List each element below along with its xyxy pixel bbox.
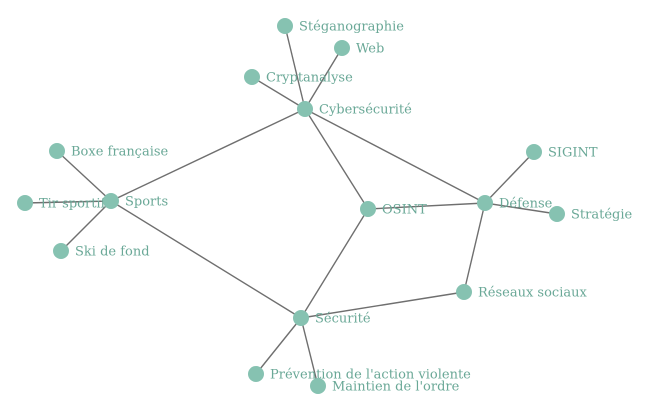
node-label-osint: OSINT [382,203,427,218]
node-label-maintien: Maintien de l'ordre [332,380,460,395]
node-label-web: Web [356,42,384,57]
edges-layer [24,25,558,387]
edge-ski-de-fond-sports [60,200,112,252]
node-web[interactable]: Web [334,40,384,57]
node-label-tir-sportif: Tir sportif [39,197,107,212]
node-label-ski-de-fond: Ski de fond [75,245,150,260]
edge-steganographie-cybersecurite [284,25,306,110]
node-dot-boxe-francaise[interactable] [49,143,65,159]
node-cybersecurite[interactable]: Cybersécurité [297,101,412,118]
node-label-boxe-francaise: Boxe française [71,145,169,160]
node-dot-defense[interactable] [477,195,493,211]
node-dot-osint[interactable] [360,201,376,217]
edge-cybersecurite-defense [304,108,486,204]
node-tir-sportif[interactable]: Tir sportif [17,195,107,212]
node-securite[interactable]: Sécurité [293,310,371,327]
edge-defense-strategie [484,202,558,215]
node-osint[interactable]: OSINT [360,201,427,218]
node-steganographie[interactable]: Stéganographie [277,18,404,35]
node-dot-reseaux-sociaux[interactable] [456,284,472,300]
node-dot-prevention[interactable] [248,366,264,382]
node-label-reseaux-sociaux: Réseaux sociaux [478,286,587,301]
node-label-sports: Sports [125,195,168,210]
node-label-steganographie: Stéganographie [299,20,404,35]
node-dot-strategie[interactable] [549,206,565,222]
node-label-strategie: Stratégie [571,208,632,223]
node-label-defense: Défense [499,197,553,212]
node-dot-sports[interactable] [103,193,119,209]
edge-securite-maintien [300,317,319,387]
node-sigint[interactable]: SIGINT [526,144,598,161]
edge-cryptanalyse-cybersecurite [251,76,306,110]
edge-osint-securite [300,208,369,319]
node-maintien[interactable]: Maintien de l'ordre [310,378,460,395]
node-dot-steganographie[interactable] [277,18,293,34]
node-label-securite: Sécurité [315,312,371,327]
node-dot-cryptanalyse[interactable] [244,69,260,85]
node-dot-maintien[interactable] [310,378,326,394]
node-dot-securite[interactable] [293,310,309,326]
node-dot-web[interactable] [334,40,350,56]
node-dot-sigint[interactable] [526,144,542,160]
node-dot-cybersecurite[interactable] [297,101,313,117]
node-label-sigint: SIGINT [548,146,598,161]
edge-sigint-defense [484,151,535,204]
node-label-cybersecurite: Cybersécurité [319,103,412,118]
node-sports[interactable]: Sports [103,193,168,210]
edge-defense-reseaux-sociaux [463,202,486,293]
edge-reseaux-sociaux-securite [300,291,465,319]
edge-sports-securite [110,200,302,319]
node-label-cryptanalyse: Cryptanalyse [266,71,353,86]
edge-securite-prevention [255,317,302,375]
edge-osint-defense [367,202,486,210]
node-reseaux-sociaux[interactable]: Réseaux sociaux [456,284,587,301]
node-dot-ski-de-fond[interactable] [53,243,69,259]
edge-cybersecurite-osint [304,108,369,210]
edge-boxe-francaise-sports [56,150,112,202]
node-strategie[interactable]: Stratégie [549,206,632,223]
node-dot-tir-sportif[interactable] [17,195,33,211]
nodes-layer: StéganographieWebCryptanalyseCybersécuri… [17,18,632,395]
node-boxe-francaise[interactable]: Boxe française [49,143,169,160]
edge-web-cybersecurite [304,47,343,110]
node-cryptanalyse[interactable]: Cryptanalyse [244,69,353,86]
node-ski-de-fond[interactable]: Ski de fond [53,243,150,260]
node-defense[interactable]: Défense [477,195,553,212]
edge-cybersecurite-sports [110,108,306,202]
edge-tir-sportif-sports [24,200,112,204]
